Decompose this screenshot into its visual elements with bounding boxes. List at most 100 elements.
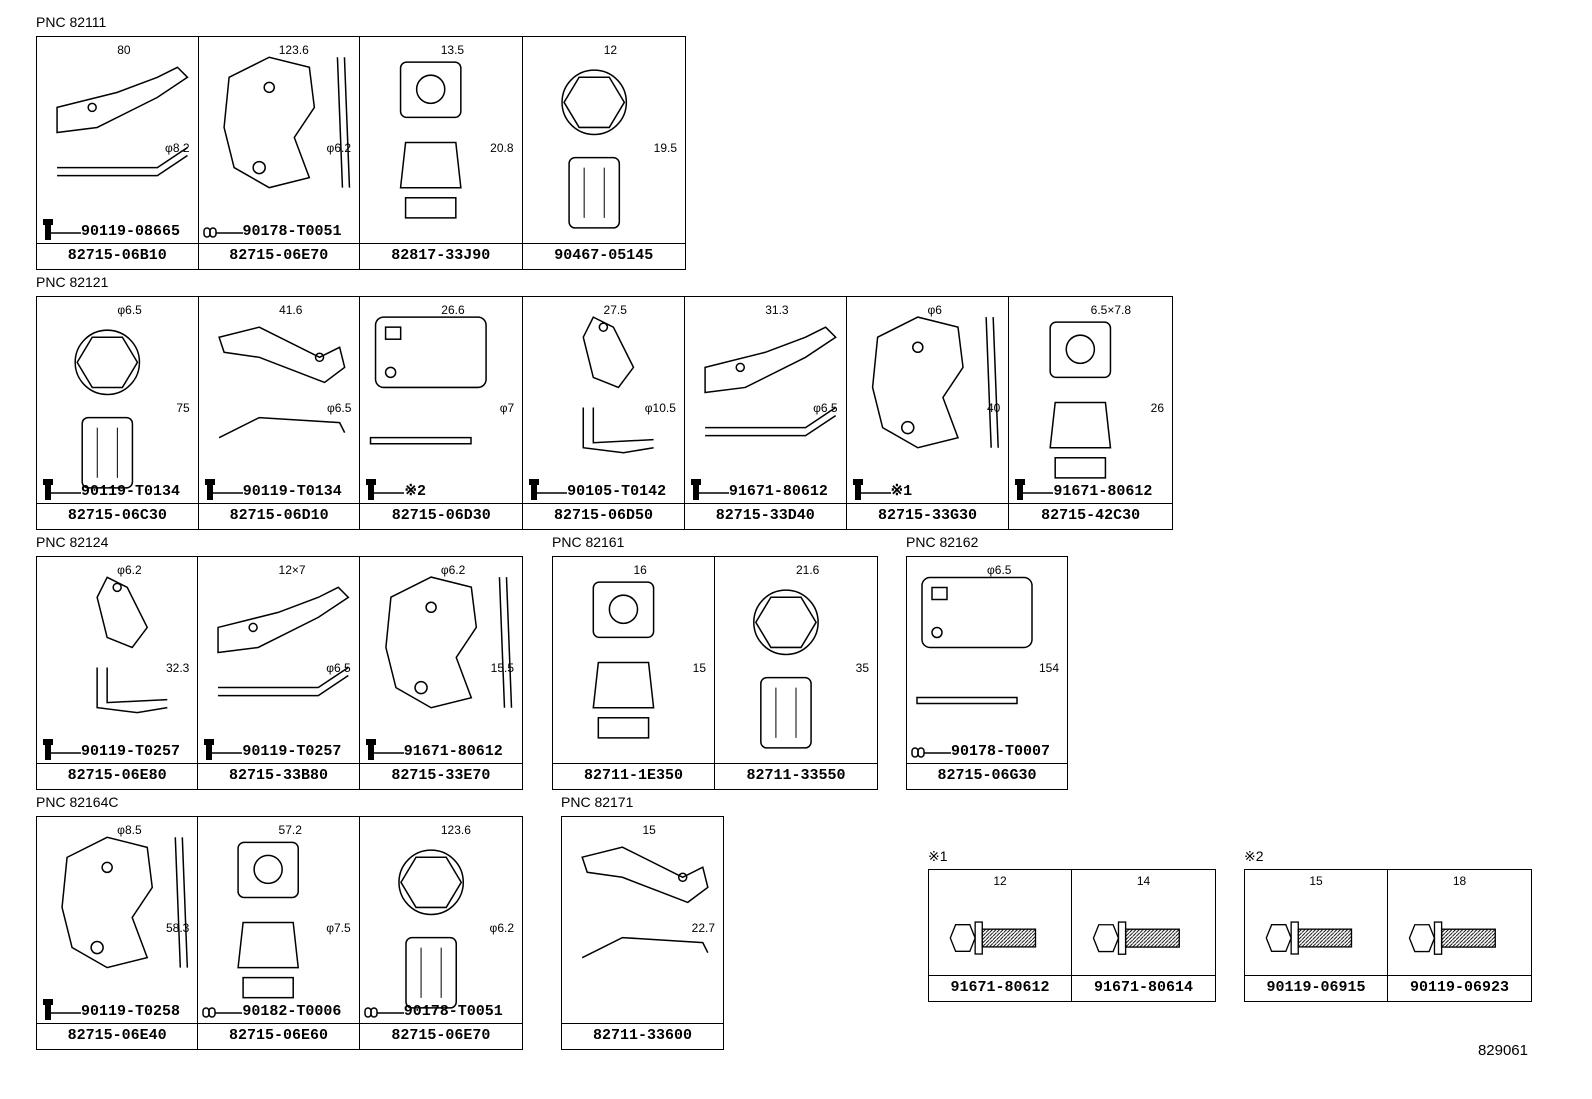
part-drawing <box>523 37 686 243</box>
figure-number: 829061 <box>1477 1042 1528 1059</box>
part-number[interactable]: 82715-33D40 <box>684 503 846 529</box>
part-number[interactable]: 82711-33600 <box>562 1023 723 1049</box>
hardware-part-number: ※1 <box>890 483 913 500</box>
part-number[interactable]: 90119-06923 <box>1388 975 1531 1001</box>
bolt-icon <box>43 219 81 240</box>
bolt-icon <box>366 479 405 500</box>
hardware-callout: 90119-T0257 <box>202 738 356 760</box>
hardware-callout: 91671-80612 <box>364 738 520 760</box>
part-drawing <box>37 557 197 763</box>
dimension-label: φ6.5 <box>117 303 142 317</box>
part-number[interactable]: 90119-06915 <box>1245 975 1387 1001</box>
dimension-label: 27.5 <box>603 303 627 317</box>
bolt-icon <box>1015 479 1054 500</box>
dimension-label: 15.5 <box>490 661 515 676</box>
dimension-label: φ7 <box>499 401 515 416</box>
part-drawing <box>360 557 522 763</box>
part-number[interactable]: 82715-06E40 <box>37 1023 198 1049</box>
part-drawing <box>715 557 877 763</box>
part-drawing <box>37 817 197 1023</box>
hardware-callout: ※2 <box>364 478 520 500</box>
hardware-callout: 90178-T0007 <box>911 738 1065 760</box>
part-number[interactable]: 82715-06E60 <box>198 1023 359 1049</box>
hardware-part-number: 90182-T0006 <box>242 1003 342 1020</box>
dimension-label: 14 <box>1136 874 1151 888</box>
part-number[interactable]: 82715-06B10 <box>37 243 198 269</box>
part-number[interactable]: 82715-33B80 <box>198 763 359 789</box>
pnc-label: ※2 <box>1244 848 1264 864</box>
bolt-icon <box>204 479 243 500</box>
pnc-label: ※1 <box>928 848 948 864</box>
part-number[interactable]: 82715-06G30 <box>907 763 1067 789</box>
part-number[interactable]: 82715-06E80 <box>37 763 198 789</box>
dimension-label: 32.3 <box>165 661 190 676</box>
part-number[interactable]: 82715-06E70 <box>359 1023 523 1049</box>
hardware-part-number: 90178-T0007 <box>951 743 1051 760</box>
part-number[interactable]: 82817-33J90 <box>360 243 522 269</box>
pnc-label: PNC 82111 <box>36 14 107 30</box>
pnc-label: PNC 82162 <box>906 534 979 550</box>
part-drawing <box>1245 870 1387 975</box>
dimension-label: φ6.5 <box>326 401 352 416</box>
hardware-part-number: 90119-T0134 <box>81 483 181 500</box>
part-number[interactable]: 91671-80612 <box>929 975 1071 1001</box>
hardware-callout: 90178-T0051 <box>202 218 358 240</box>
hardware-callout: 90119-T0257 <box>41 738 195 760</box>
bolt-icon <box>690 479 729 500</box>
dimension-label: 57.2 <box>278 823 302 837</box>
hardware-part-number: 90178-T0051 <box>403 1003 503 1020</box>
dimension-label: 80 <box>117 43 131 57</box>
dimension-label: 12 <box>603 43 618 57</box>
part-drawing <box>1072 870 1215 975</box>
hardware-part-number: 91671-80612 <box>728 483 828 500</box>
part-number[interactable]: 82715-42C30 <box>1009 503 1173 529</box>
part-drawing <box>360 817 522 1023</box>
part-number[interactable]: 82715-06D30 <box>360 503 523 529</box>
part-number[interactable]: 82715-06C30 <box>37 503 198 529</box>
part-number[interactable]: 90467-05145 <box>522 243 685 269</box>
dimension-label: 20.8 <box>490 141 514 156</box>
part-number[interactable]: 82711-33550 <box>715 763 877 789</box>
bolt-icon <box>43 739 81 760</box>
part-number[interactable]: 82715-06D10 <box>198 503 360 529</box>
dimension-label: 15 <box>642 823 656 837</box>
part-number[interactable]: 82715-06E70 <box>198 243 359 269</box>
hardware-callout: 90119-T0258 <box>41 998 195 1020</box>
part-number[interactable]: 91671-80614 <box>1072 975 1215 1001</box>
hardware-callout: 90119-T0134 <box>203 478 358 500</box>
dimension-label: 123.6 <box>278 43 309 57</box>
part-number[interactable]: 82715-33E70 <box>359 763 523 789</box>
part-drawing <box>523 297 684 503</box>
hardware-callout: 90178-T0051 <box>363 998 520 1020</box>
hardware-part-number: 91671-80612 <box>403 743 503 760</box>
part-number[interactable]: 82715-33G30 <box>846 503 1009 529</box>
dimension-label: φ6.2 <box>440 563 466 577</box>
dimension-label: 13.5 <box>440 43 465 57</box>
part-number[interactable]: 82711-1E350 <box>553 763 714 789</box>
hardware-part-number: 90178-T0051 <box>242 223 342 240</box>
part-drawing <box>907 557 1067 763</box>
hardware-part-number: 90119-T0258 <box>81 1003 181 1020</box>
part-number[interactable]: 82715-06D50 <box>523 503 684 529</box>
hardware-callout: 90119-T0134 <box>41 478 196 500</box>
hardware-part-number: 90119-08665 <box>81 223 181 240</box>
pnc-label: PNC 82171 <box>561 794 634 810</box>
hardware-part-number: 91671-80612 <box>1053 483 1153 500</box>
